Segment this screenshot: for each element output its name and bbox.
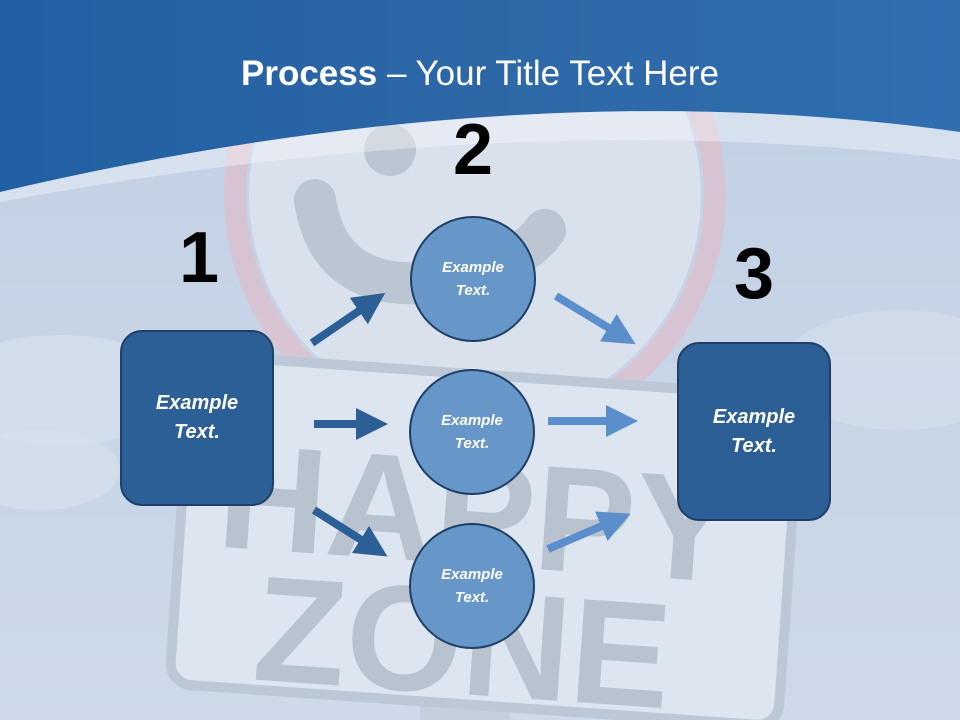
step-number-3: 3 <box>733 234 775 314</box>
circle-bottom-text: Example Text. <box>441 566 503 606</box>
circle-top-text: Example Text. <box>442 259 504 299</box>
step-2-circle-middle: Example Text. <box>409 369 535 495</box>
step-2-circle-bottom: Example Text. <box>409 523 535 649</box>
step-number-2: 2 <box>452 110 494 190</box>
step-1-box-text: Example Text. <box>155 392 239 443</box>
step-1-box: Example Text. <box>120 330 274 506</box>
step-2-circle-top: Example Text. <box>410 216 536 342</box>
circle-middle-text: Example Text. <box>441 412 503 452</box>
step-3-box-text: Example Text. <box>712 405 796 457</box>
slide-title: Process – Your Title Text Here <box>0 52 960 96</box>
title-bold: Process <box>241 54 378 93</box>
step-number-1: 1 <box>178 218 220 298</box>
step-3-box: Example Text. <box>677 342 831 521</box>
title-rest: – Your Title Text Here <box>377 54 719 93</box>
